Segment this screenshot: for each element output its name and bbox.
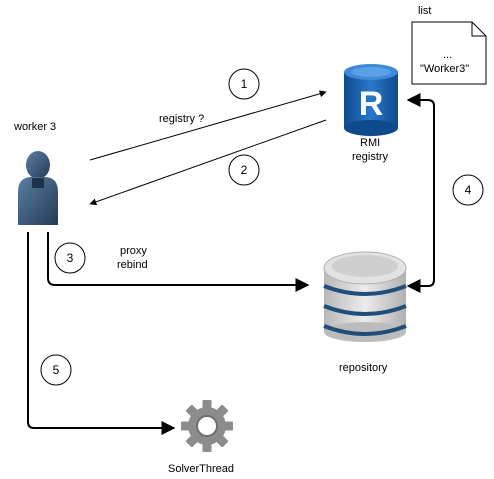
person-icon	[18, 151, 58, 225]
repository-label: repository	[339, 362, 388, 374]
step-1: 1	[228, 68, 260, 100]
list-label: list	[418, 5, 431, 17]
rmi-label-line1: RMI	[360, 137, 380, 149]
step-5: 5	[40, 354, 72, 386]
step-4-number: 4	[465, 183, 472, 197]
rmi-registry: R RMI registry	[344, 64, 398, 163]
gear-icon	[181, 400, 233, 452]
step-3-number: 3	[67, 251, 74, 265]
worker-label: worker 3	[13, 121, 56, 133]
worker: worker 3	[13, 121, 58, 225]
step-1-number: 1	[241, 77, 248, 91]
arrow-registry-query	[89, 90, 327, 161]
list-document: list ... "Worker3"	[411, 5, 487, 85]
rmi-letter: R	[359, 85, 384, 123]
registry-query-label: registry ?	[159, 113, 204, 125]
solver-thread: SolverThread	[168, 400, 234, 475]
rmi-label-line2: registry	[352, 151, 389, 163]
step-2: 2	[228, 154, 260, 186]
arrow-registry-response	[89, 119, 327, 206]
list-value: "Worker3"	[420, 63, 469, 75]
step-2-number: 2	[241, 163, 248, 177]
document-icon	[411, 21, 487, 85]
proxy-label-line1: proxy	[120, 245, 147, 257]
step-3: 3	[54, 242, 86, 274]
arrow-repository-registry	[406, 93, 435, 293]
repository: repository	[323, 251, 407, 374]
proxy-label-line2: rebind	[117, 259, 148, 271]
arrow-proxy-rebind	[47, 232, 310, 292]
rmi-database-icon: R	[344, 64, 398, 136]
step-4: 4	[452, 174, 484, 206]
list-dots: ...	[443, 49, 452, 61]
database-icon	[323, 251, 407, 342]
step-5-number: 5	[53, 363, 60, 377]
arrow-solver	[27, 232, 176, 435]
solver-label: SolverThread	[168, 463, 234, 475]
